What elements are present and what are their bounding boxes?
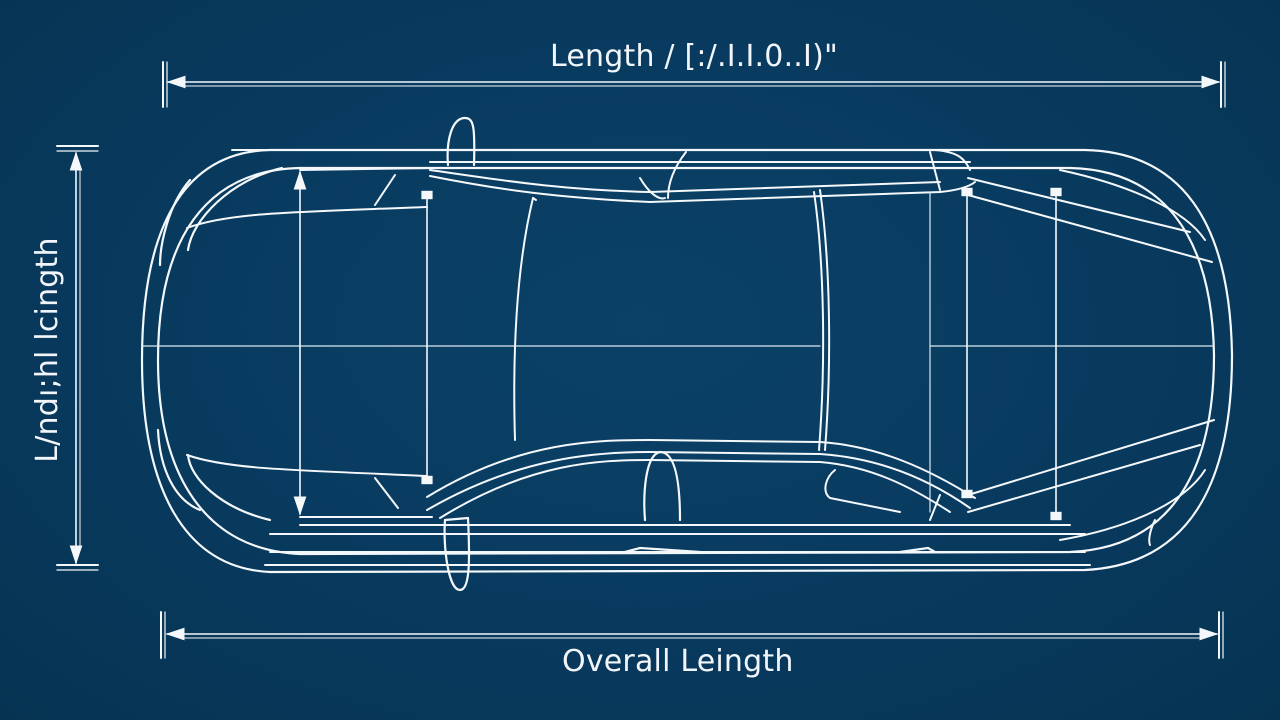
car-body-outline <box>140 148 1234 574</box>
roof-and-glass <box>231 149 1091 566</box>
top-dimension-line <box>162 61 1226 108</box>
bottom-dimension-line <box>160 611 1224 659</box>
hood-panel <box>186 167 433 518</box>
trunk-panel <box>967 169 1215 546</box>
center-line <box>141 191 1215 513</box>
side-dimension-label: L/ndı;hl lcingth <box>30 237 65 463</box>
side-mirror-top <box>446 116 476 167</box>
internal-measure-lines <box>293 170 1062 521</box>
bottom-dimension-label: Overall Leingth <box>562 644 794 679</box>
top-dimension-label: Length / [:/.I.I.0..I)" <box>550 39 838 74</box>
side-dimension-line <box>56 145 99 571</box>
rear-window-detail <box>824 469 901 513</box>
door-handle-bottom <box>623 450 937 554</box>
side-mirror-bottom <box>443 516 471 592</box>
